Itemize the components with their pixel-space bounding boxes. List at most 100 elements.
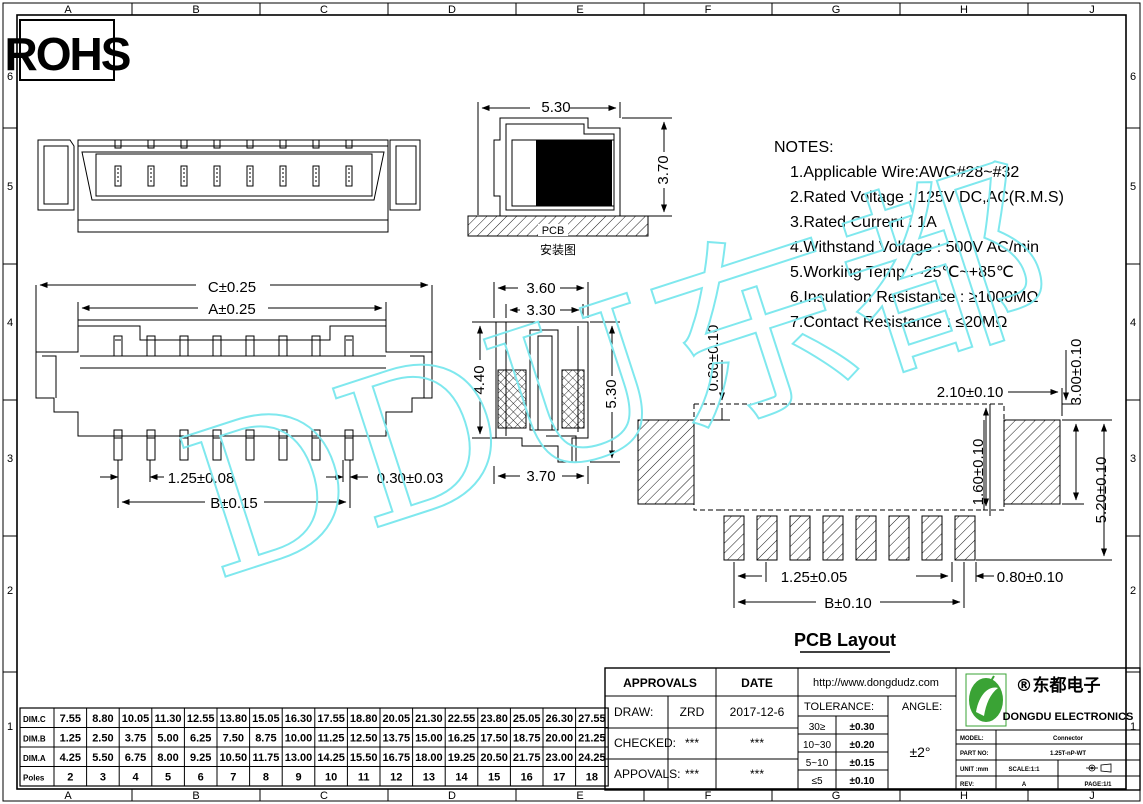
dim-table-cell: 18 <box>586 772 598 784</box>
main-contact <box>212 335 222 357</box>
main-pin <box>278 429 288 461</box>
unit-label: UNIT :mm <box>960 767 988 773</box>
main-contact <box>146 335 156 357</box>
frame-col-B-bot: B <box>192 790 199 802</box>
frame-row-6-left: 6 <box>7 71 13 83</box>
dim-table-label: Poles <box>23 774 45 783</box>
dim-table-cell: 5.50 <box>92 752 113 764</box>
dim-table-cell: 15.50 <box>350 752 378 764</box>
main-pin <box>344 429 354 461</box>
title-block-text: APPROVALS DATE http://www.dongdudz.com D… <box>614 676 942 787</box>
dim-table-cell: 6 <box>198 772 204 784</box>
main-pin <box>311 429 321 461</box>
top-pin <box>147 139 155 149</box>
dim-table-cell: 11.25 <box>318 733 345 745</box>
main-pin <box>212 429 222 461</box>
dim-pcb-b: B±0.10 <box>824 595 871 612</box>
dim-table-cell: 11.30 <box>155 713 182 725</box>
tol-value: ±0.15 <box>850 758 875 769</box>
dim-table-cell: 13.00 <box>285 752 313 764</box>
frame-col-J-bot: J <box>1089 790 1095 802</box>
dim-table-cell: 20.00 <box>546 733 574 745</box>
top-pin <box>114 139 122 149</box>
frame-row-5-right: 5 <box>1130 181 1136 193</box>
dim-table-cell: 20.50 <box>480 752 508 764</box>
frame-col-D-top: D <box>448 4 456 16</box>
approvals-label: APPOVALS: <box>614 767 680 781</box>
top-pin <box>345 139 353 149</box>
pcb-pad <box>888 515 910 561</box>
top-contact <box>246 165 254 187</box>
rev-label: REV: <box>960 782 974 788</box>
frame-col-F-bot: F <box>705 790 712 802</box>
frame-col-G-bot: G <box>832 790 841 802</box>
frame-row-1-left: 1 <box>7 721 13 733</box>
main-contact <box>344 335 354 357</box>
frame-col-A-top: A <box>64 4 72 16</box>
title-block-info: MODEL: Connector PART NO: 1.25T-nP-WT UN… <box>960 736 1112 788</box>
tolerance-label: TOLERANCE: <box>804 701 874 713</box>
main-contact <box>113 335 123 357</box>
frame-col-H-top: H <box>960 4 968 16</box>
dim-table-cell: 5.00 <box>157 733 178 745</box>
frame-row-3-right: 3 <box>1130 453 1136 465</box>
page-label: PAGE:1/1 <box>1085 782 1113 788</box>
frame-col-E-top: E <box>576 4 583 16</box>
dim-table-cell: 27.55 <box>578 713 606 725</box>
main-pin <box>245 429 255 461</box>
model-value: Connector <box>1053 736 1084 742</box>
frame-row-4-left: 4 <box>7 317 13 329</box>
dim-table-cell: 17.50 <box>480 733 508 745</box>
pcb-pad <box>855 515 877 561</box>
frame-col-J-top: J <box>1089 4 1095 16</box>
dim-top-height: 3.70 <box>655 155 672 184</box>
frame-col-C-bot: C <box>320 790 328 802</box>
top-contact <box>345 165 353 187</box>
dim-table-label: DIM.A <box>23 754 46 763</box>
dim-pcb-080: 0.80±0.10 <box>997 569 1064 586</box>
scale-label: SCALE:1:1 <box>1008 767 1040 773</box>
frame-row-1-right: 1 <box>1130 721 1136 733</box>
dim-side-530: 5.30 <box>603 379 620 408</box>
front-view-top <box>37 139 421 233</box>
dim-table-cell: 7.50 <box>223 733 244 745</box>
dim-table-cell: 3.75 <box>125 733 146 745</box>
dim-pcb-pitch: 1.25±0.05 <box>781 569 848 586</box>
dim-table-cell: 14 <box>455 772 468 784</box>
tol-value: ±0.20 <box>850 740 875 751</box>
title-block <box>604 667 1141 791</box>
company-logo <box>965 673 1007 727</box>
top-pin <box>180 139 188 149</box>
dim-table-cell: 21.75 <box>513 752 541 764</box>
dim-table-cell: 23.80 <box>480 713 508 725</box>
dim-table-cell: 4.25 <box>60 752 81 764</box>
dim-table-cell: 15.00 <box>415 733 443 745</box>
dim-table-cell: 11.75 <box>252 752 279 764</box>
dim-table-cell: 18.75 <box>513 733 541 745</box>
dim-table-cell: 24.25 <box>578 752 606 764</box>
dim-table-cell: 13.75 <box>383 733 411 745</box>
dim-table-cell: 10.05 <box>122 713 150 725</box>
dim-table-cell: 8.00 <box>157 752 178 764</box>
pcb-pad <box>756 515 778 561</box>
dim-table-cell: 16.25 <box>448 733 476 745</box>
dim-table-cell: 1.25 <box>60 733 81 745</box>
top-pin <box>279 139 287 149</box>
dim-b: B±0.15 <box>210 495 257 512</box>
tol-value: ±0.10 <box>850 776 875 787</box>
approvals-date: *** <box>750 767 764 781</box>
top-pin <box>312 139 320 149</box>
dim-side-440: 4.40 <box>471 365 488 394</box>
dim-side-370: 3.70 <box>526 468 555 485</box>
dim-table-cell: 22.55 <box>448 713 476 725</box>
front-view-main-pins <box>113 335 354 461</box>
note-item: 4.Withstand Voltage : 500V AC/min <box>790 239 1039 256</box>
dim-side-330: 3.30 <box>526 302 555 319</box>
draw-label: DRAW: <box>614 705 653 719</box>
dim-table-cell: 12 <box>390 772 402 784</box>
model-label: MODEL: <box>960 736 984 742</box>
dim-table-cell: 17.55 <box>317 713 345 725</box>
dim-table-cell: 11 <box>358 772 370 784</box>
dim-table-cell: 16.75 <box>383 752 411 764</box>
